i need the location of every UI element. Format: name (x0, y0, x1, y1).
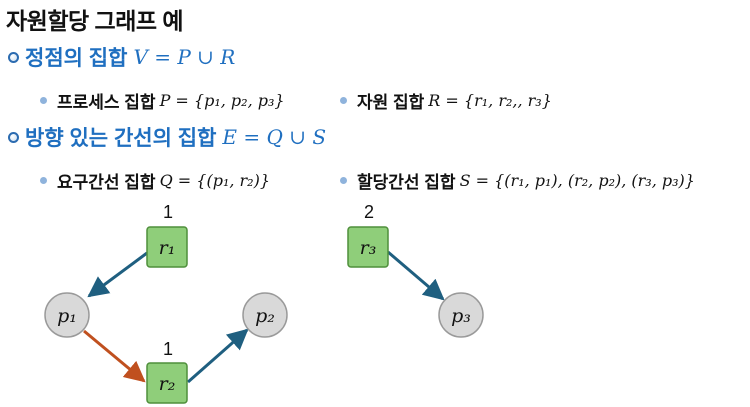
resource-r1-label: r₁ (159, 237, 176, 259)
resource-r1-box (146, 226, 188, 268)
assign-edge-set-label: 할당간선 집합 (357, 173, 456, 192)
dot-bullet-icon (340, 97, 347, 104)
resource-r2-box (146, 362, 188, 404)
resource-set-formula: R = {r₁, r₂,, r₃} (428, 91, 552, 110)
process-p1-node (44, 292, 90, 338)
resource-r3-label: r₃ (360, 237, 377, 259)
resource-set-item: 자원 집합 R = {r₁, r₂,, r₃} (340, 88, 552, 113)
edge-set-label: 방향 있는 간선의 집합 (25, 127, 217, 150)
edge-set-item: 방향 있는 간선의 집합 E = Q ∪ S (8, 122, 326, 152)
process-p3-label: p₃ (451, 305, 471, 327)
resource-r2-label: r₂ (159, 373, 176, 395)
process-set-formula: P = {p₁, p₂, p₃} (159, 91, 285, 110)
edge-r1-p1 (87, 251, 148, 298)
vertex-set-formula: V = P ∪ R (133, 45, 236, 69)
dot-bullet-icon (40, 177, 47, 184)
dot-bullet-icon (340, 177, 347, 184)
process-set-label: 프로세스 집합 (57, 93, 156, 112)
request-edge-set-label: 요구간선 집합 (57, 173, 156, 192)
vertex-set-item: 정점의 집합 V = P ∪ R (8, 42, 235, 72)
dot-bullet-icon (40, 97, 47, 104)
edge-r2-p2 (187, 328, 249, 384)
edge-p1-r2 (83, 329, 146, 383)
resource-r2-count: 1 (163, 339, 173, 359)
process-set-item: 프로세스 집합 P = {p₁, p₂, p₃} (40, 88, 285, 113)
edge-set-formula: E = Q ∪ S (222, 125, 327, 149)
process-p2-label: p₂ (255, 305, 275, 327)
process-p3-node (438, 292, 484, 338)
request-edge-set-formula: Q = {(p₁, r₂)} (159, 171, 271, 190)
resource-r3-box (347, 226, 389, 268)
resource-set-label: 자원 집합 (357, 93, 425, 112)
resource-r1-count: 1 (163, 202, 173, 222)
assign-edge-set-item: 할당간선 집합 S = {(r₁, p₁), (r₂, p₂), (r₃, p₃… (340, 168, 695, 193)
circle-bullet-icon (8, 131, 19, 143)
process-p1-label: p₁ (57, 305, 77, 327)
page-title: 자원할당 그래프 예 (6, 8, 184, 34)
vertex-set-label: 정점의 집합 (25, 47, 128, 70)
circle-bullet-icon (8, 51, 19, 63)
edge-r3-p3 (387, 250, 445, 301)
process-p2-node (242, 292, 288, 338)
request-edge-set-item: 요구간선 집합 Q = {(p₁, r₂)} (40, 168, 270, 193)
resource-r3-count: 2 (364, 202, 374, 222)
assign-edge-set-formula: S = {(r₁, p₁), (r₂, p₂), (r₃, p₃)} (459, 171, 695, 190)
